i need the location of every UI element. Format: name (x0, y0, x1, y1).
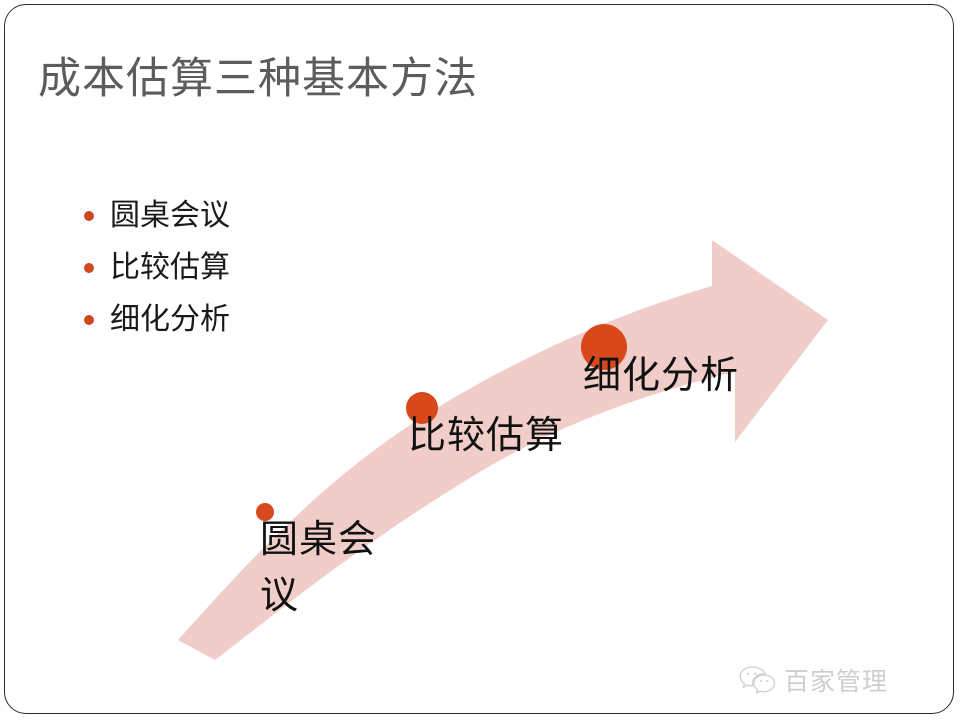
bullet-dot-icon (84, 211, 94, 221)
bullet-label: 比较估算 (110, 251, 230, 284)
list-item: 比较估算 (78, 242, 230, 294)
list-item: 细化分析 (78, 294, 230, 346)
stage-label-1: 圆桌会议 (260, 519, 378, 617)
page-title: 成本估算三种基本方法 (38, 56, 478, 103)
bullet-label: 细化分析 (110, 303, 230, 336)
stage-label-2: 比较估算 (408, 415, 565, 457)
bullet-list: 圆桌会议 比较估算 细化分析 (78, 190, 230, 346)
slide-border (4, 4, 954, 714)
stage-label-3: 细化分析 (583, 355, 740, 397)
bullet-dot-icon (84, 263, 94, 273)
bullet-label: 圆桌会议 (110, 199, 230, 232)
bullet-dot-icon (84, 315, 94, 325)
wechat-icon (739, 666, 776, 695)
watermark: 百家管理 (738, 662, 888, 698)
watermark-label: 百家管理 (783, 669, 888, 696)
list-item: 圆桌会议 (78, 190, 230, 242)
